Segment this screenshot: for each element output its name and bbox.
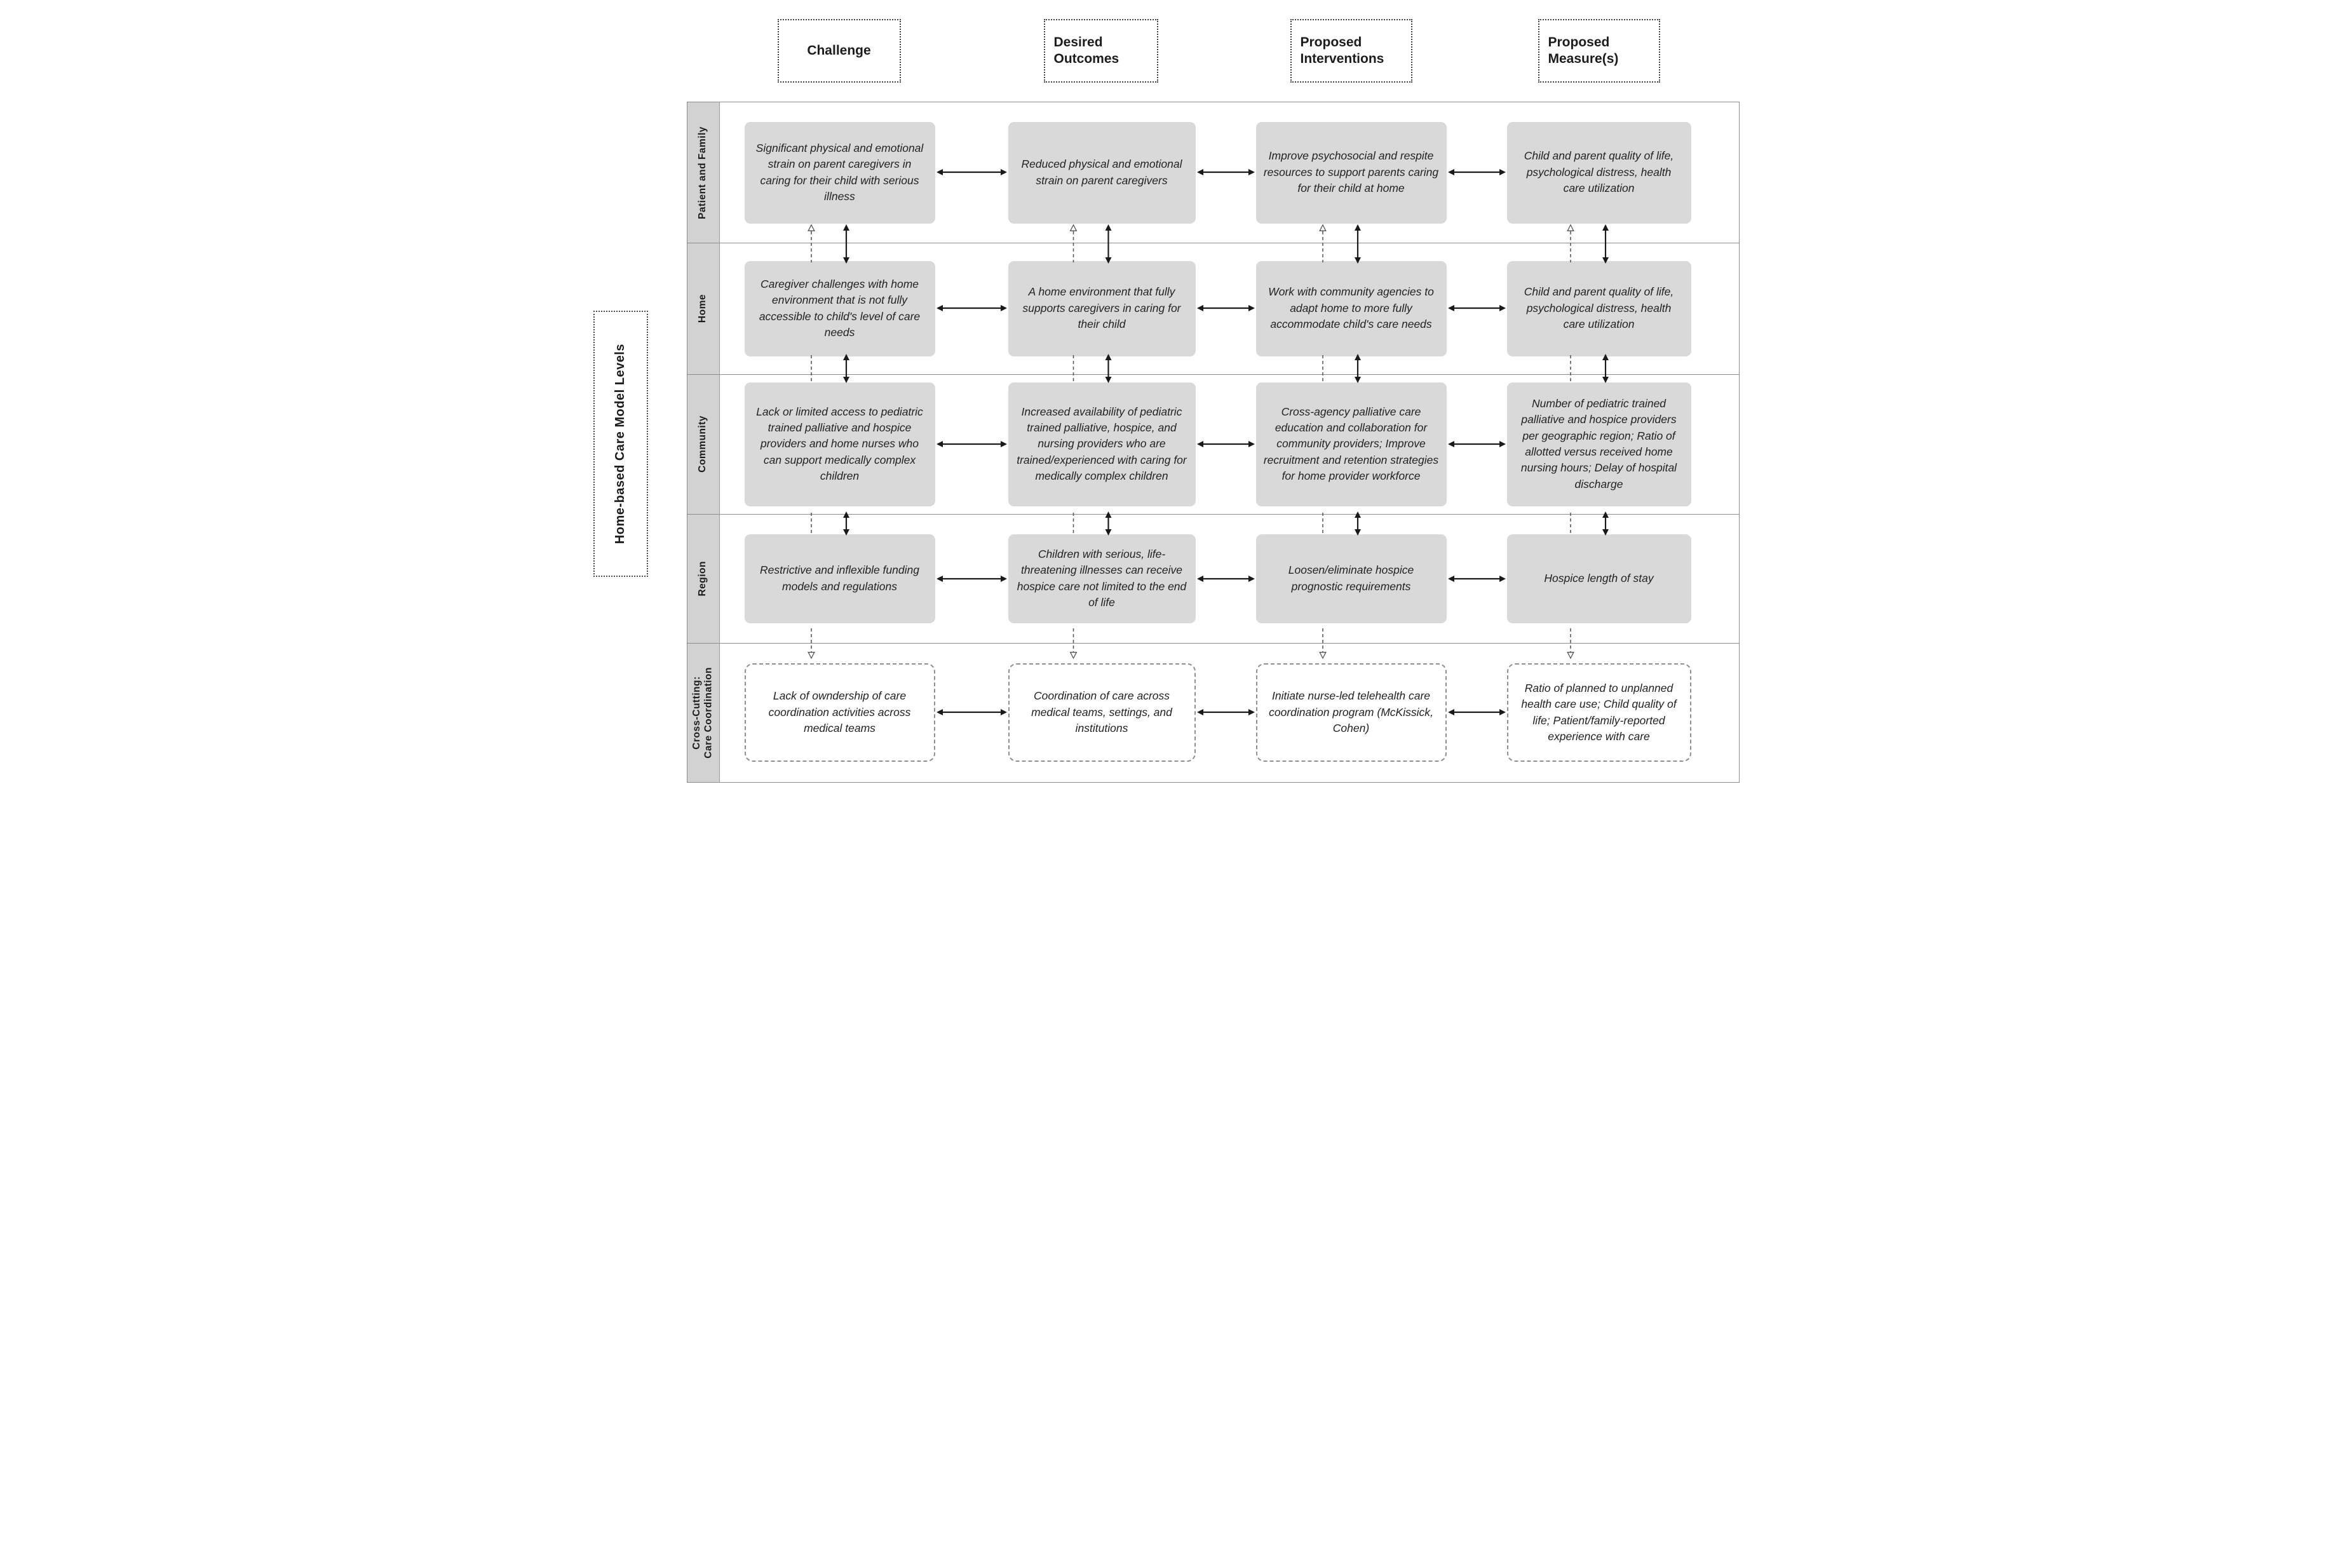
box-community-proposed-interventions: Cross-agency palliative care education a…: [1255, 382, 1447, 506]
cell-patient-family-challenge: Significant physical and emotional strai…: [744, 102, 935, 243]
cell-cross-cutting-proposed-measures: Ratio of planned to unplanned health car…: [1506, 643, 1691, 782]
box-cross-cutting-desired-outcomes: Coordination of care across medical team…: [1008, 663, 1196, 762]
cell-community-proposed-measures: Number of pediatric trained palliative a…: [1506, 374, 1691, 514]
cell-patient-family-proposed-measures: Child and parent quality of life, psycho…: [1506, 102, 1691, 243]
box-patient-family-challenge: Significant physical and emotional strai…: [744, 121, 935, 224]
matrix: Patient and Family Home Community Region…: [686, 102, 1740, 783]
cell-cross-cutting-desired-outcomes: Coordination of care across medical team…: [1008, 643, 1196, 782]
cell-community-desired-outcomes: Increased availability of pediatric trai…: [1008, 374, 1196, 514]
cell-cross-cutting-proposed-interventions: Initiate nurse-led telehealth care coord…: [1255, 643, 1447, 782]
box-community-challenge: Lack or limited access to pediatric trai…: [744, 382, 935, 506]
cell-cross-cutting-challenge: Lack of owndership of care coordination …: [744, 643, 935, 782]
row-separator: [687, 514, 1739, 515]
cell-home-challenge: Caregiver challenges with home environme…: [744, 243, 935, 374]
column-header-desired-outcomes: Desired Outcomes: [1043, 19, 1158, 83]
box-community-proposed-measures: Number of pediatric trained palliative a…: [1506, 382, 1691, 506]
box-cross-cutting-proposed-interventions: Initiate nurse-led telehealth care coord…: [1255, 663, 1447, 762]
cell-home-proposed-measures: Child and parent quality of life, psycho…: [1506, 243, 1691, 374]
cell-region-proposed-measures: Hospice length of stay: [1506, 514, 1691, 643]
box-home-desired-outcomes: A home environment that fully supports c…: [1008, 260, 1196, 356]
diagram-canvas: Home-based Care Model Levels Challenge D…: [581, 0, 1745, 784]
box-home-proposed-measures: Child and parent quality of life, psycho…: [1506, 260, 1691, 356]
box-patient-family-proposed-measures: Child and parent quality of life, psycho…: [1506, 121, 1691, 224]
column-header-desired-outcomes-label: Desired Outcomes: [1053, 34, 1119, 66]
cell-home-proposed-interventions: Work with community agencies to adapt ho…: [1255, 243, 1447, 374]
column-header-proposed-interventions: Proposed Interventions: [1290, 19, 1412, 83]
row-label-home: Home: [697, 294, 708, 323]
row-separator: [687, 643, 1739, 644]
column-header-challenge-label: Challenge: [807, 43, 871, 58]
cell-home-desired-outcomes: A home environment that fully supports c…: [1008, 243, 1196, 374]
side-label: Home-based Care Model Levels: [613, 343, 627, 544]
cell-region-challenge: Restrictive and inflexible funding model…: [744, 514, 935, 643]
cell-patient-family-proposed-interventions: Improve psychosocial and respite resourc…: [1255, 102, 1447, 243]
box-cross-cutting-challenge: Lack of owndership of care coordination …: [744, 663, 935, 762]
row-label-patient-and-family: Patient and Family: [697, 126, 708, 219]
box-home-proposed-interventions: Work with community agencies to adapt ho…: [1255, 260, 1447, 356]
row-separator: [687, 374, 1739, 375]
box-patient-family-proposed-interventions: Improve psychosocial and respite resourc…: [1255, 121, 1447, 224]
row-label-cross-cutting: Cross-Cutting: Care Coordination: [691, 666, 714, 759]
box-region-challenge: Restrictive and inflexible funding model…: [744, 534, 935, 623]
column-header-challenge: Challenge: [777, 19, 901, 83]
box-patient-family-desired-outcomes: Reduced physical and emotional strain on…: [1008, 121, 1196, 224]
box-region-proposed-measures: Hospice length of stay: [1506, 534, 1691, 623]
row-label-strip: [687, 102, 720, 782]
column-header-proposed-measures: Proposed Measure(s): [1538, 19, 1660, 83]
box-cross-cutting-proposed-measures: Ratio of planned to unplanned health car…: [1506, 663, 1691, 762]
box-community-desired-outcomes: Increased availability of pediatric trai…: [1008, 382, 1196, 506]
box-region-desired-outcomes: Children with serious, life-threatening …: [1008, 534, 1196, 623]
column-header-proposed-measures-label: Proposed Measure(s): [1548, 34, 1619, 66]
cell-region-proposed-interventions: Loosen/eliminate hospice prognostic requ…: [1255, 514, 1447, 643]
box-region-proposed-interventions: Loosen/eliminate hospice prognostic requ…: [1255, 534, 1447, 623]
row-label-community: Community: [697, 416, 708, 473]
cell-patient-family-desired-outcomes: Reduced physical and emotional strain on…: [1008, 102, 1196, 243]
column-header-proposed-interventions-label: Proposed Interventions: [1300, 34, 1384, 66]
cell-region-desired-outcomes: Children with serious, life-threatening …: [1008, 514, 1196, 643]
box-home-challenge: Caregiver challenges with home environme…: [744, 260, 935, 356]
cell-community-challenge: Lack or limited access to pediatric trai…: [744, 374, 935, 514]
cell-community-proposed-interventions: Cross-agency palliative care education a…: [1255, 374, 1447, 514]
row-label-region: Region: [697, 560, 708, 597]
side-label-box: Home-based Care Model Levels: [593, 311, 648, 577]
